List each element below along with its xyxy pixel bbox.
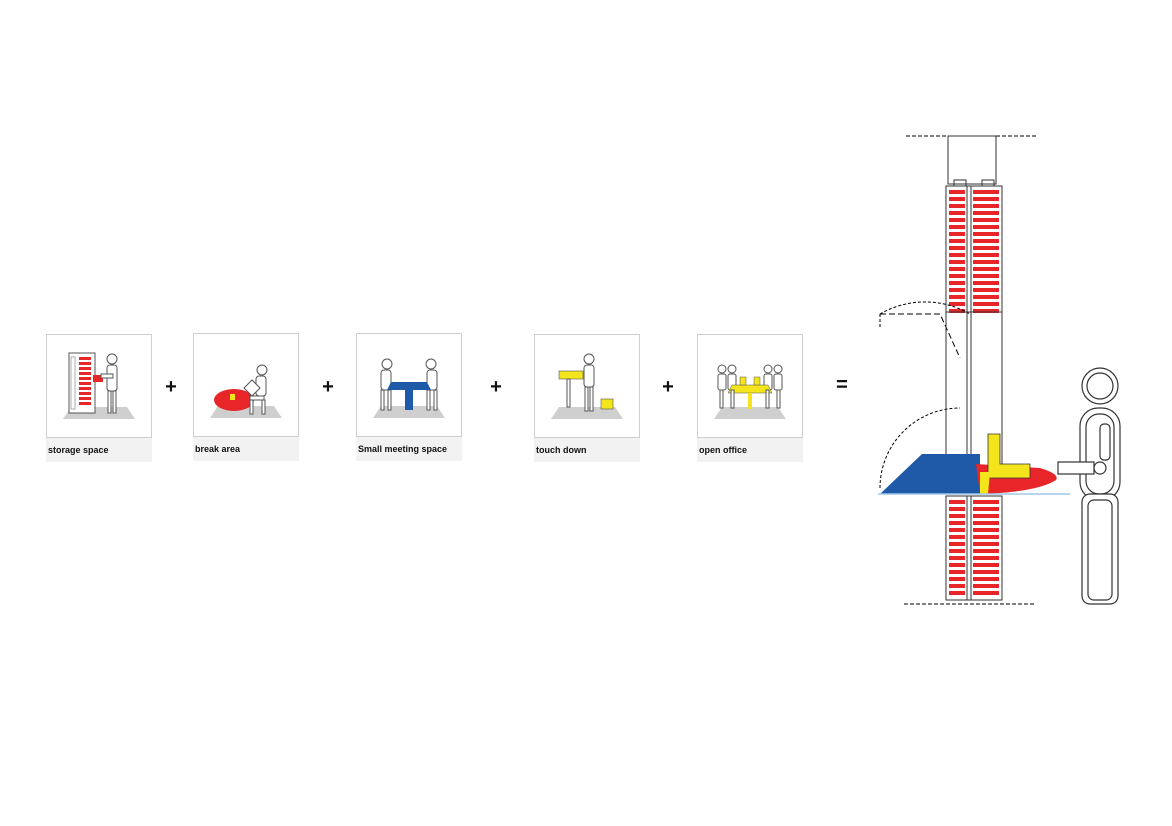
break-area-icon bbox=[210, 364, 282, 418]
drawer-stripe bbox=[973, 591, 999, 595]
drawer-stripe bbox=[949, 549, 965, 553]
equals-operator: = bbox=[836, 374, 848, 396]
drawer-stripe bbox=[973, 309, 999, 313]
drawer-stripe bbox=[949, 302, 965, 306]
drawer-stripe bbox=[949, 232, 965, 236]
card-label: break area bbox=[195, 444, 241, 454]
drawer-stripe bbox=[949, 309, 965, 313]
drawer-stripe bbox=[973, 274, 999, 278]
drawer-stripe bbox=[949, 563, 965, 567]
drawer-stripe bbox=[949, 584, 965, 588]
card-touch-down: touch down bbox=[534, 334, 640, 462]
drawer-stripe bbox=[949, 591, 965, 595]
drawer-stripe bbox=[973, 288, 999, 292]
storage-tower-lower bbox=[945, 495, 1003, 601]
drawer-stripe bbox=[949, 211, 965, 215]
yellow-seat bbox=[987, 433, 1031, 479]
drawer-stripe bbox=[949, 288, 965, 292]
plus-operator: + bbox=[322, 376, 334, 398]
drawer-stripe bbox=[949, 253, 965, 257]
drawer-stripe bbox=[973, 211, 999, 215]
drawer-stripe bbox=[949, 535, 965, 539]
drawer-stripe bbox=[973, 267, 999, 271]
drawer-stripe bbox=[949, 190, 965, 194]
drawer-stripe bbox=[949, 239, 965, 243]
drawer-stripe bbox=[949, 281, 965, 285]
drawer-stripe bbox=[949, 246, 965, 250]
plus-operator: + bbox=[490, 376, 502, 398]
storage-space-icon bbox=[63, 352, 135, 419]
plus-operator: + bbox=[662, 376, 674, 398]
drawer-stripe bbox=[949, 514, 965, 518]
drawer-stripe bbox=[973, 190, 999, 194]
drawer-stripe bbox=[973, 570, 999, 574]
drawer-stripe bbox=[973, 556, 999, 560]
drawer-stripe bbox=[949, 542, 965, 546]
drawer-stripe bbox=[949, 197, 965, 201]
drawer-stripe bbox=[973, 295, 999, 299]
drawer-stripe bbox=[973, 239, 999, 243]
drawer-stripe bbox=[973, 225, 999, 229]
drawer-stripe bbox=[973, 218, 999, 222]
plus-operator: + bbox=[165, 376, 177, 398]
drawer-stripe bbox=[949, 274, 965, 278]
touch-down-icon bbox=[551, 353, 623, 419]
drawer-stripe bbox=[949, 556, 965, 560]
drawer-stripe bbox=[973, 563, 999, 567]
drawer-stripe bbox=[973, 528, 999, 532]
card-small-meeting-space: Small meeting space bbox=[356, 333, 462, 461]
drawer-stripe bbox=[949, 500, 965, 504]
drawer-stripe bbox=[973, 521, 999, 525]
drawer-stripe bbox=[973, 584, 999, 588]
drawer-stripe bbox=[973, 542, 999, 546]
small-meeting-space-icon bbox=[373, 358, 445, 418]
open-office-icon bbox=[714, 364, 786, 419]
drawer-stripe bbox=[949, 204, 965, 208]
person-figure bbox=[1057, 367, 1121, 605]
drawer-stripe bbox=[949, 295, 965, 299]
drawer-stripe bbox=[949, 507, 965, 511]
drawer-stripe bbox=[949, 577, 965, 581]
drawer-stripe bbox=[973, 281, 999, 285]
drawer-stripe bbox=[973, 253, 999, 257]
drawer-stripe bbox=[973, 246, 999, 250]
drawer-stripe bbox=[973, 549, 999, 553]
card-open-office: open office bbox=[697, 334, 803, 462]
drawer-stripe bbox=[973, 260, 999, 264]
small-meeting-space-thumbnail bbox=[356, 333, 462, 437]
drawer-stripe bbox=[949, 225, 965, 229]
drawer-stripe bbox=[949, 528, 965, 532]
drawer-stripe bbox=[973, 535, 999, 539]
drawer-stripe bbox=[973, 232, 999, 236]
drawer-stripe bbox=[973, 514, 999, 518]
card-label: Small meeting space bbox=[358, 444, 448, 454]
break-area-thumbnail bbox=[193, 333, 299, 437]
drawer-stripe bbox=[973, 577, 999, 581]
open-office-thumbnail bbox=[697, 334, 803, 438]
drawer-stripe bbox=[949, 521, 965, 525]
drawer-stripe bbox=[973, 302, 999, 306]
storage-space-thumbnail bbox=[46, 334, 152, 438]
drawer-stripe bbox=[973, 507, 999, 511]
drawer-stripe bbox=[949, 267, 965, 271]
card-break-area: break area bbox=[193, 333, 299, 461]
drawer-stripe bbox=[973, 500, 999, 504]
drawer-stripe bbox=[949, 570, 965, 574]
card-label: storage space bbox=[48, 445, 109, 455]
combined-section-drawing bbox=[878, 135, 1121, 605]
card-storage-space: storage space bbox=[46, 334, 152, 462]
card-label: touch down bbox=[536, 445, 587, 455]
touch-down-thumbnail bbox=[534, 334, 640, 438]
drawer-stripe bbox=[973, 197, 999, 201]
drawer-stripe bbox=[949, 218, 965, 222]
drawer-stripe bbox=[949, 260, 965, 264]
card-label: open office bbox=[699, 445, 748, 455]
blue-table bbox=[880, 454, 980, 494]
drawer-stripe bbox=[973, 204, 999, 208]
